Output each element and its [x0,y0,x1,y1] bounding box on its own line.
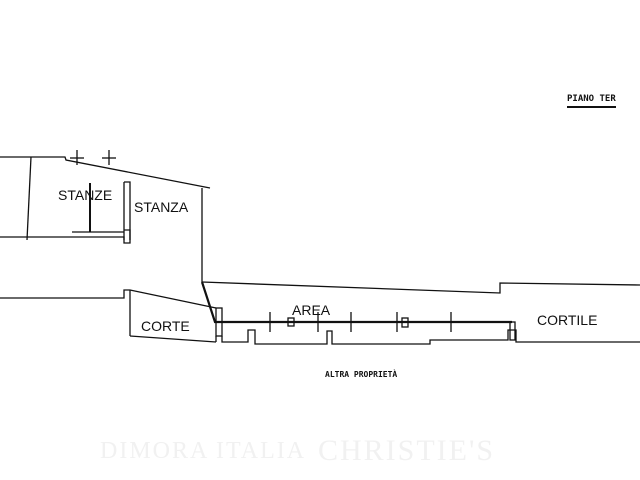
neighbor-property-label: ALTRA PROPRIETÀ [325,370,398,379]
corte-walls [0,289,223,343]
room-label-stanze: STANZE [58,187,113,203]
lower-boundary [221,329,640,345]
room-label-cortile: CORTILE [537,312,598,328]
room-label-stanza: STANZA [134,199,189,215]
plan-title: PIANO TER [567,94,616,108]
room-label-area: AREA [292,302,331,318]
upper-building-walls [0,150,211,282]
watermark-left: DIMORA ITALIA [100,438,307,464]
room-label-corte: CORTE [141,318,190,334]
area-walls [200,281,640,341]
watermark-right: CHRISTIE'S [318,434,496,467]
